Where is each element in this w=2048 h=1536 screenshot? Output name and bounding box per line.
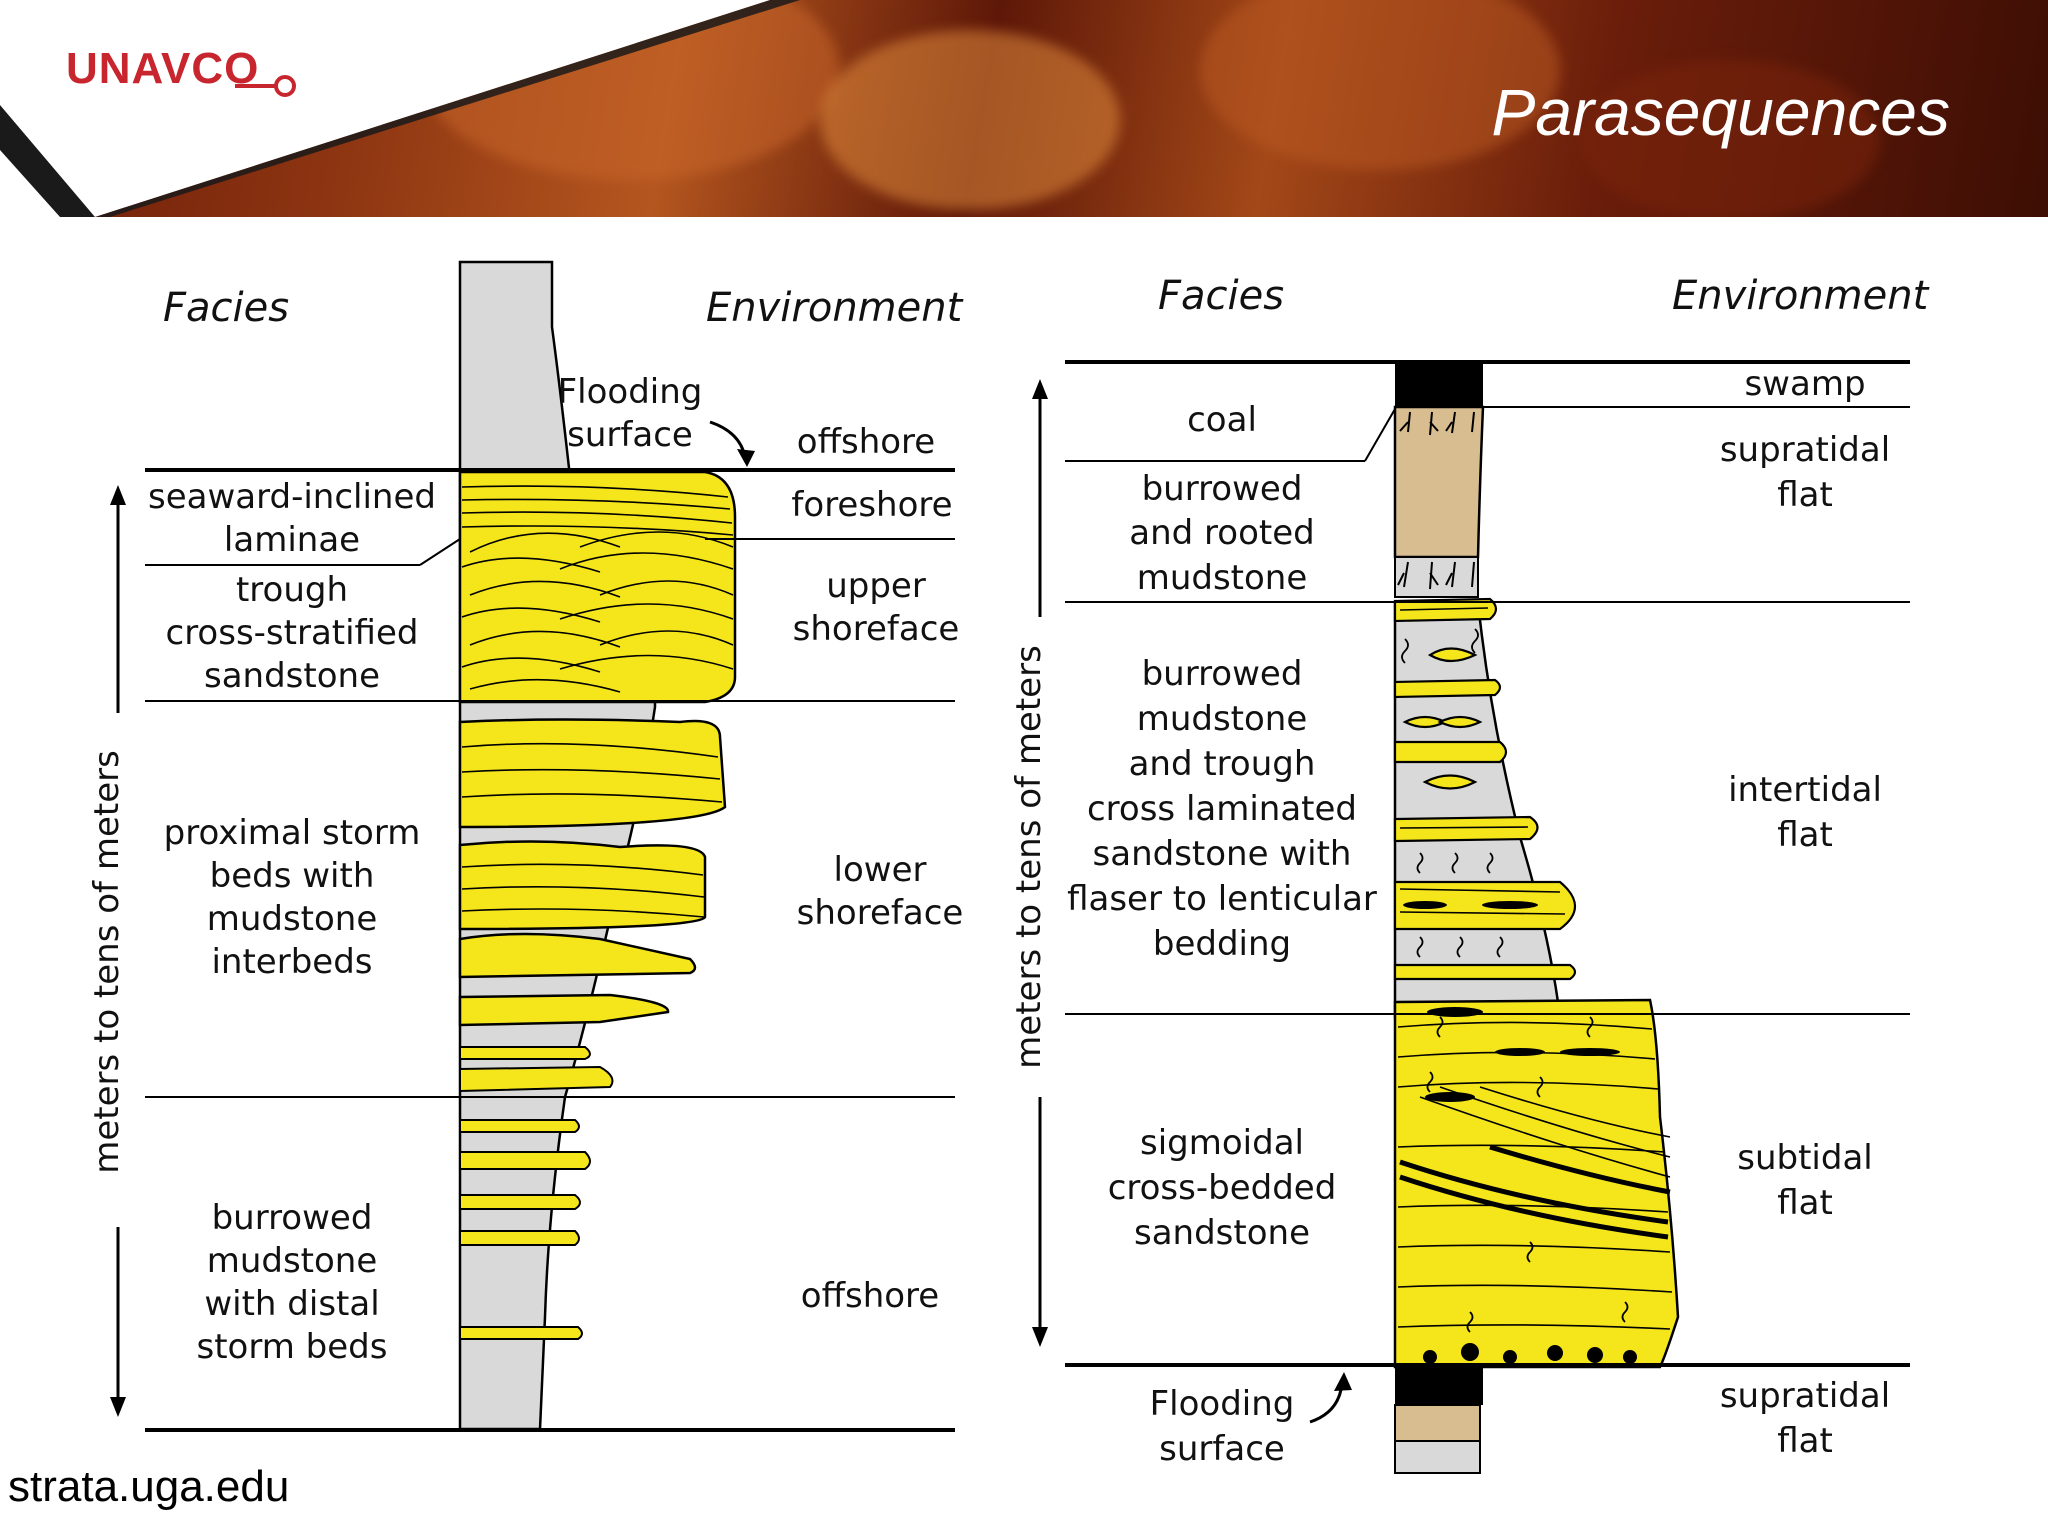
right-scale-label: meters to tens of meters [1009,645,1049,1069]
unavco-logo[interactable]: UNAVCO [66,44,260,93]
right-env-intertidal-1: intertidal [1728,770,1882,810]
left-sand-bed-8 [459,1151,591,1170]
left-sand-bed-1 [458,718,727,829]
right-facies-flaser-1: burrowed [1142,654,1303,694]
right-burrows-upper [1401,628,1504,958]
left-facies-header: Facies [163,285,289,331]
parasequence-diagram: Facies Environment meters to tens of met… [87,260,1930,1474]
right-facies-sigmoidal-3: sandstone [1134,1213,1310,1253]
right-facies-flaser-6: flaser to lenticular [1067,879,1377,919]
left-sand-bed-4 [458,993,670,1027]
left-env-upper-shoreface-1: upper [826,566,926,606]
right-coal-bottom [1395,1367,1483,1405]
left-env-lower-shoreface-1: lower [834,850,927,890]
right-env-supratidal-bottom-2: flat [1777,1421,1833,1461]
right-sigmoidal-sand [1393,998,1680,1369]
left-facies-proximal-4: interbeds [211,942,372,982]
right-facies-header: Facies [1158,273,1284,319]
left-facies-proximal-2: beds with [210,856,375,896]
right-env-subtidal-2: flat [1777,1183,1833,1223]
right-env-intertidal-2: flat [1777,815,1833,855]
right-facies-coal: coal [1187,400,1257,440]
left-env-offshore-bottom: offshore [801,1276,939,1316]
left-env-offshore-top: offshore [797,422,935,462]
left-flooding-label-1: Flooding [558,372,703,412]
left-flooding-label-2: surface [567,415,693,455]
right-flooding-label-2: surface [1159,1429,1285,1469]
left-facies-trough-3: sandstone [204,656,380,696]
left-laminae [461,485,734,693]
right-facies-rooted-2: and rooted [1129,513,1314,553]
right-column: Facies Environment meters to tens of met… [1009,273,1930,1474]
right-facies-flaser-7: bedding [1153,924,1291,964]
right-coal-top [1395,362,1483,407]
header-banner: UNAVCO Parasequences [0,0,2048,217]
right-facies-flaser-4: cross laminated [1087,789,1357,829]
left-sand-bed-11 [459,1326,583,1340]
right-facies-flaser-5: sandstone with [1093,834,1352,874]
left-sand-bed-6 [459,1065,614,1093]
left-sand-bed-10 [459,1230,580,1246]
left-env-foreshore: foreshore [791,485,952,525]
left-facies-proximal-3: mudstone [207,899,378,939]
left-column: Facies Environment meters to tens of met… [87,260,964,1432]
left-facies-trough-2: cross-stratified [166,613,419,653]
left-sand-bed-2 [458,840,707,931]
left-scale-label: meters to tens of meters [87,750,127,1174]
right-facies-rooted-1: burrowed [1142,469,1303,509]
right-facies-sigmoidal-1: sigmoidal [1140,1123,1304,1163]
left-environment-header: Environment [706,285,964,331]
left-facies-laminae-2: laminae [224,520,360,560]
source-credit: strata.uga.edu [8,1462,290,1511]
left-env-upper-shoreface-2: shoreface [793,609,960,649]
right-env-swamp: swamp [1744,364,1865,404]
slide-title: Parasequences [1491,75,1950,149]
left-facies-burrowed-4: storm beds [197,1327,388,1367]
left-env-lower-shoreface-2: shoreface [797,893,964,933]
left-facies-proximal-1: proximal storm [164,813,421,853]
right-facies-sigmoidal-2: cross-bedded [1108,1168,1337,1208]
right-facies-flaser-3: and trough [1129,744,1316,784]
right-facies-flaser-2: mudstone [1137,699,1308,739]
logo-wedge [0,0,800,217]
right-facies-rooted-3: mudstone [1137,558,1308,598]
right-env-supratidal-top-1: supratidal [1720,430,1890,470]
right-roots [1397,411,1475,590]
left-sand-bed-7 [459,1119,580,1133]
left-facies-burrowed-3: with distal [204,1284,379,1324]
left-sand-bed-9 [459,1194,581,1210]
right-env-subtidal-1: subtidal [1737,1138,1873,1178]
right-env-supratidal-bottom-1: supratidal [1720,1376,1890,1416]
left-sand-bed-5 [459,1046,591,1060]
left-sand-bed-3 [458,932,697,979]
left-facies-trough-1: trough [236,570,348,610]
right-intertidal-mud [1393,600,1562,1019]
right-env-supratidal-top-2: flat [1777,475,1833,515]
left-facies-burrowed-1: burrowed [212,1198,373,1238]
left-facies-burrowed-2: mudstone [207,1241,378,1281]
right-flooding-label-1: Flooding [1150,1384,1295,1424]
left-facies-laminae-1: seaward-inclined [148,477,436,517]
right-environment-header: Environment [1672,273,1930,319]
